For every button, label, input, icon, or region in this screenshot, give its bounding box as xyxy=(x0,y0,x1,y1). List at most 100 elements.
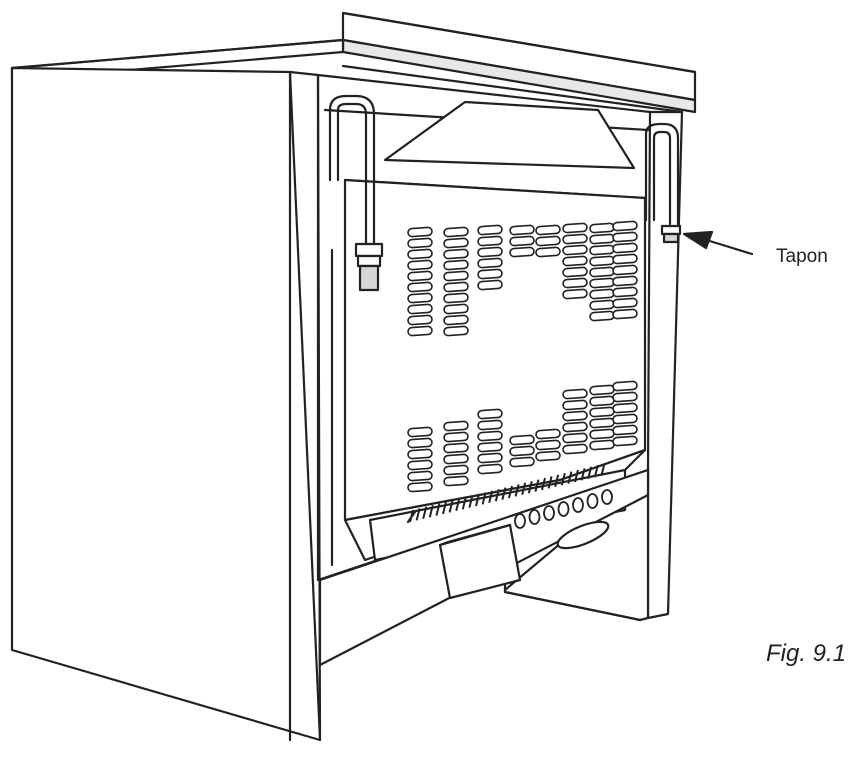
vent-slot xyxy=(612,231,638,243)
vent-slot xyxy=(477,246,503,258)
vent-slot xyxy=(612,275,638,287)
vent-slot xyxy=(407,459,433,471)
vent-slot xyxy=(589,288,615,300)
vent-slot xyxy=(477,235,503,247)
vent-slot xyxy=(612,253,638,265)
vent-slot xyxy=(535,224,561,236)
vent-slot xyxy=(477,419,503,431)
figure-caption: Fig. 9.1 xyxy=(766,640,847,667)
left-gas-pipe xyxy=(328,94,376,247)
vent-slot xyxy=(589,266,615,278)
vent-slot xyxy=(509,445,535,457)
grille-slat xyxy=(600,463,606,476)
vent-slot xyxy=(407,481,433,493)
vent-slot xyxy=(589,255,615,267)
vent-slot xyxy=(477,408,503,420)
oval-slot xyxy=(556,520,610,550)
grille-slat xyxy=(415,508,421,521)
left-side-panel xyxy=(10,66,322,742)
vent-slot xyxy=(443,281,469,293)
grille-slat xyxy=(448,500,454,513)
vent-slot xyxy=(443,270,469,282)
vent-slot xyxy=(443,464,469,476)
vent-slot xyxy=(589,384,615,396)
vent-slot xyxy=(443,248,469,260)
vent-slot xyxy=(562,222,588,234)
vent-slot xyxy=(443,442,469,454)
vent-slot xyxy=(477,430,503,442)
vent-slot xyxy=(443,325,469,337)
vent-slot xyxy=(509,235,535,247)
grille-slat xyxy=(527,480,533,494)
vent-slot xyxy=(589,299,615,311)
grille-slat xyxy=(468,495,474,508)
vent-slot xyxy=(407,281,433,293)
vent-slot xyxy=(535,235,561,247)
grille-slat xyxy=(428,504,434,518)
vent-slot xyxy=(612,220,638,232)
vent-slots-lower xyxy=(407,380,638,493)
vent-slot xyxy=(477,463,503,475)
tapon-label: Tapon xyxy=(776,246,828,267)
vent-slot xyxy=(477,441,503,453)
vent-slot xyxy=(443,431,469,443)
vent-slot xyxy=(509,246,535,258)
vent-slot xyxy=(509,224,535,236)
grille-slat xyxy=(508,485,513,499)
vent-slot xyxy=(589,233,615,245)
vent-slot xyxy=(535,439,561,451)
grille-slat xyxy=(409,509,414,523)
vent-slot xyxy=(589,395,615,407)
vent-slot xyxy=(562,388,588,400)
vent-slot xyxy=(612,435,638,447)
grille-slat xyxy=(488,490,494,504)
vent-slot xyxy=(407,325,433,337)
control-knob xyxy=(601,489,613,505)
vent-slot xyxy=(407,426,433,438)
vent-slot xyxy=(477,224,503,236)
vent-slot xyxy=(477,268,503,280)
vent-slot xyxy=(589,222,615,234)
grille-slat xyxy=(435,503,441,516)
vent-slot xyxy=(612,286,638,298)
vent-slot xyxy=(562,266,588,278)
grille-slat xyxy=(461,496,467,510)
vent-slot xyxy=(443,226,469,238)
vent-slot xyxy=(443,292,469,304)
control-knobs xyxy=(514,489,613,529)
control-knob xyxy=(572,497,584,513)
grille-slat xyxy=(541,477,546,491)
vent-slot xyxy=(562,443,588,455)
control-knob xyxy=(514,513,526,529)
vent-slot xyxy=(407,303,433,315)
grille-slat xyxy=(475,493,480,507)
vent-slot xyxy=(589,277,615,289)
grille-slat xyxy=(560,472,566,486)
vent-slot xyxy=(562,277,588,289)
vent-slot xyxy=(407,270,433,282)
vent-slot xyxy=(612,308,638,320)
vent-slot xyxy=(443,237,469,249)
vent-slot xyxy=(407,470,433,482)
grille-slat xyxy=(501,487,507,500)
vent-slot xyxy=(443,314,469,326)
vent-slot xyxy=(612,402,638,414)
vent-slot xyxy=(562,421,588,433)
control-knob xyxy=(543,505,555,521)
control-knob xyxy=(586,493,599,509)
vent-slot xyxy=(562,410,588,422)
vent-slot xyxy=(562,399,588,411)
right-gas-pipe xyxy=(644,122,680,226)
grille-slat xyxy=(593,464,599,478)
gas-box xyxy=(438,523,522,600)
vent-slot xyxy=(562,233,588,245)
vent-slot xyxy=(443,453,469,465)
grille-slat xyxy=(494,488,500,502)
vent-slot xyxy=(612,391,638,403)
vent-slot xyxy=(562,255,588,267)
vent-slot xyxy=(612,242,638,254)
vent-slot xyxy=(535,428,561,440)
grille-slat xyxy=(580,468,586,481)
vent-slot xyxy=(612,380,638,392)
